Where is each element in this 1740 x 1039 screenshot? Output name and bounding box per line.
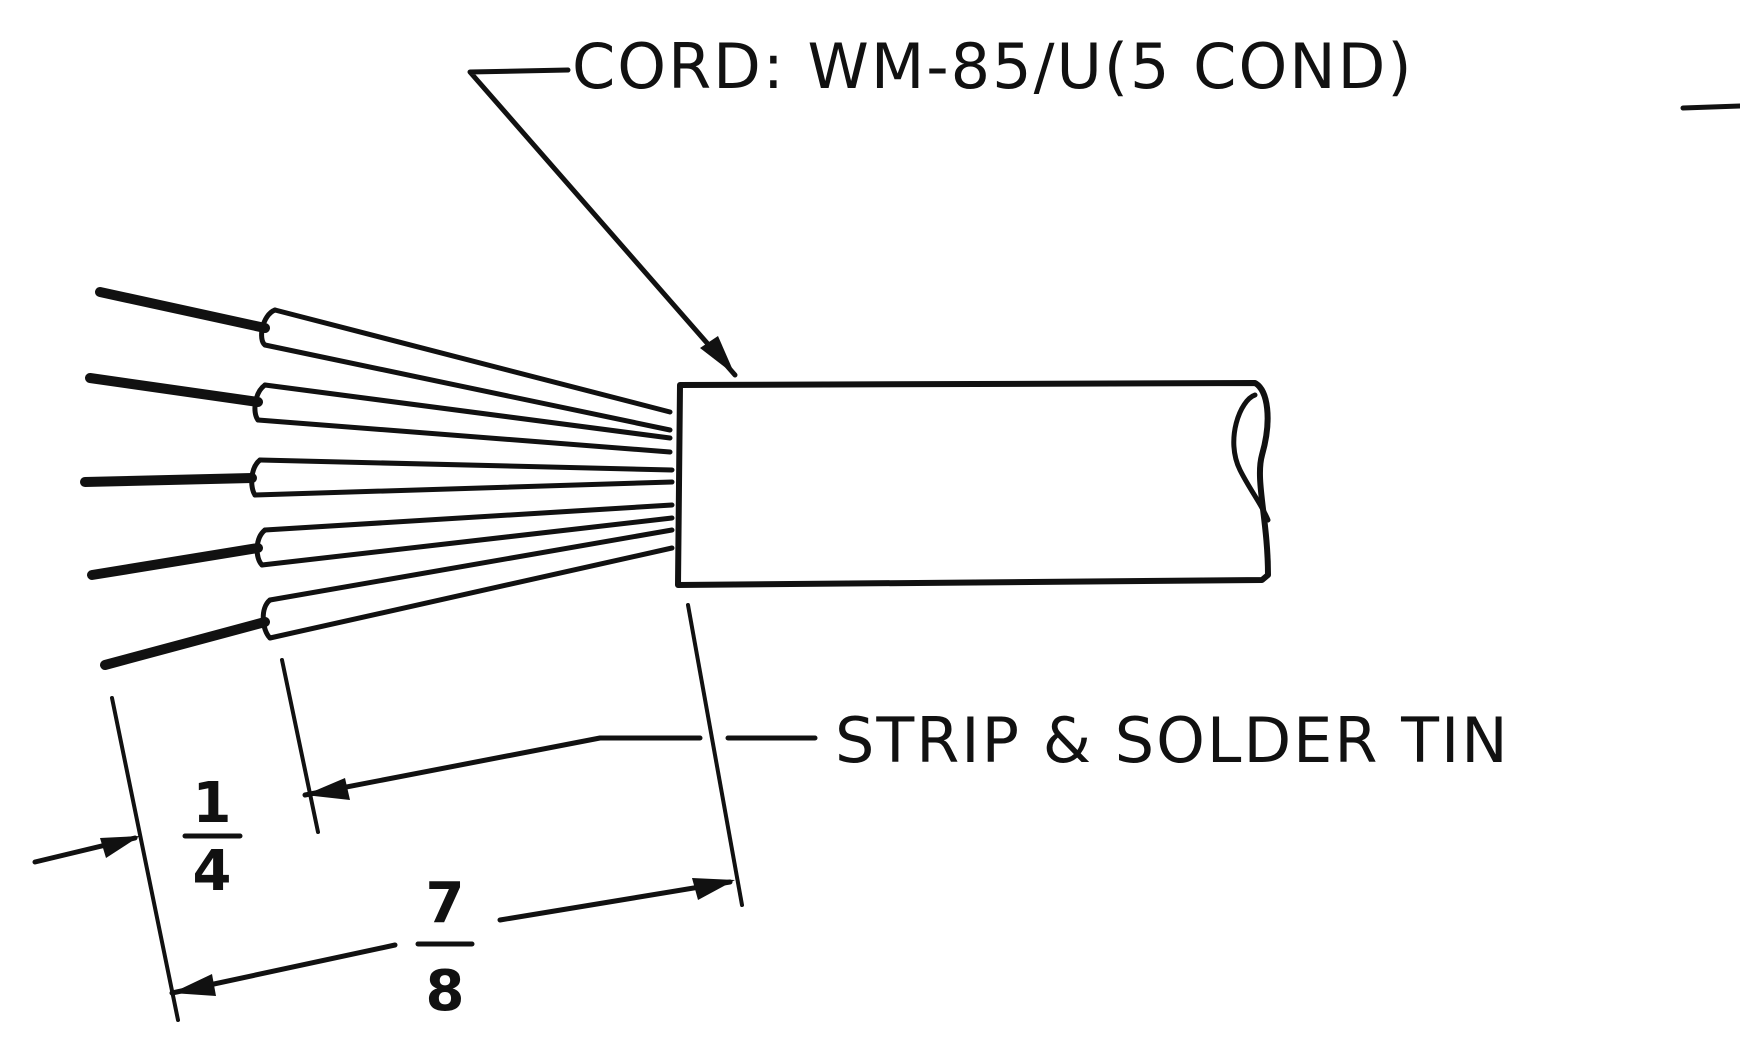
strip-callout-text: STRIP & SOLDER TIN — [835, 704, 1510, 777]
strip-length-denominator: 4 — [193, 839, 232, 904]
overall-length-dimension: 7 8 — [169, 871, 735, 1024]
conductors — [80, 287, 675, 670]
conductor-3 — [80, 457, 675, 498]
strip-length-dimension: 1 4 — [32, 771, 243, 904]
overall-length-denominator: 8 — [426, 959, 465, 1024]
cord-leader — [467, 67, 738, 378]
conductor-5 — [100, 527, 675, 670]
extension-lines — [110, 603, 744, 1022]
conductor-1 — [95, 287, 673, 433]
strip-length-numerator: 1 — [193, 771, 232, 836]
conductor-2 — [85, 373, 673, 455]
cord-jacket — [675, 380, 1271, 588]
cord-callout-text: CORD: WM-85/U(5 COND) — [572, 30, 1414, 103]
conductor-4 — [87, 502, 675, 580]
cord-callout-tail-line — [1680, 103, 1740, 111]
strip-callout-leader — [302, 735, 818, 800]
overall-length-numerator: 7 — [426, 871, 465, 936]
